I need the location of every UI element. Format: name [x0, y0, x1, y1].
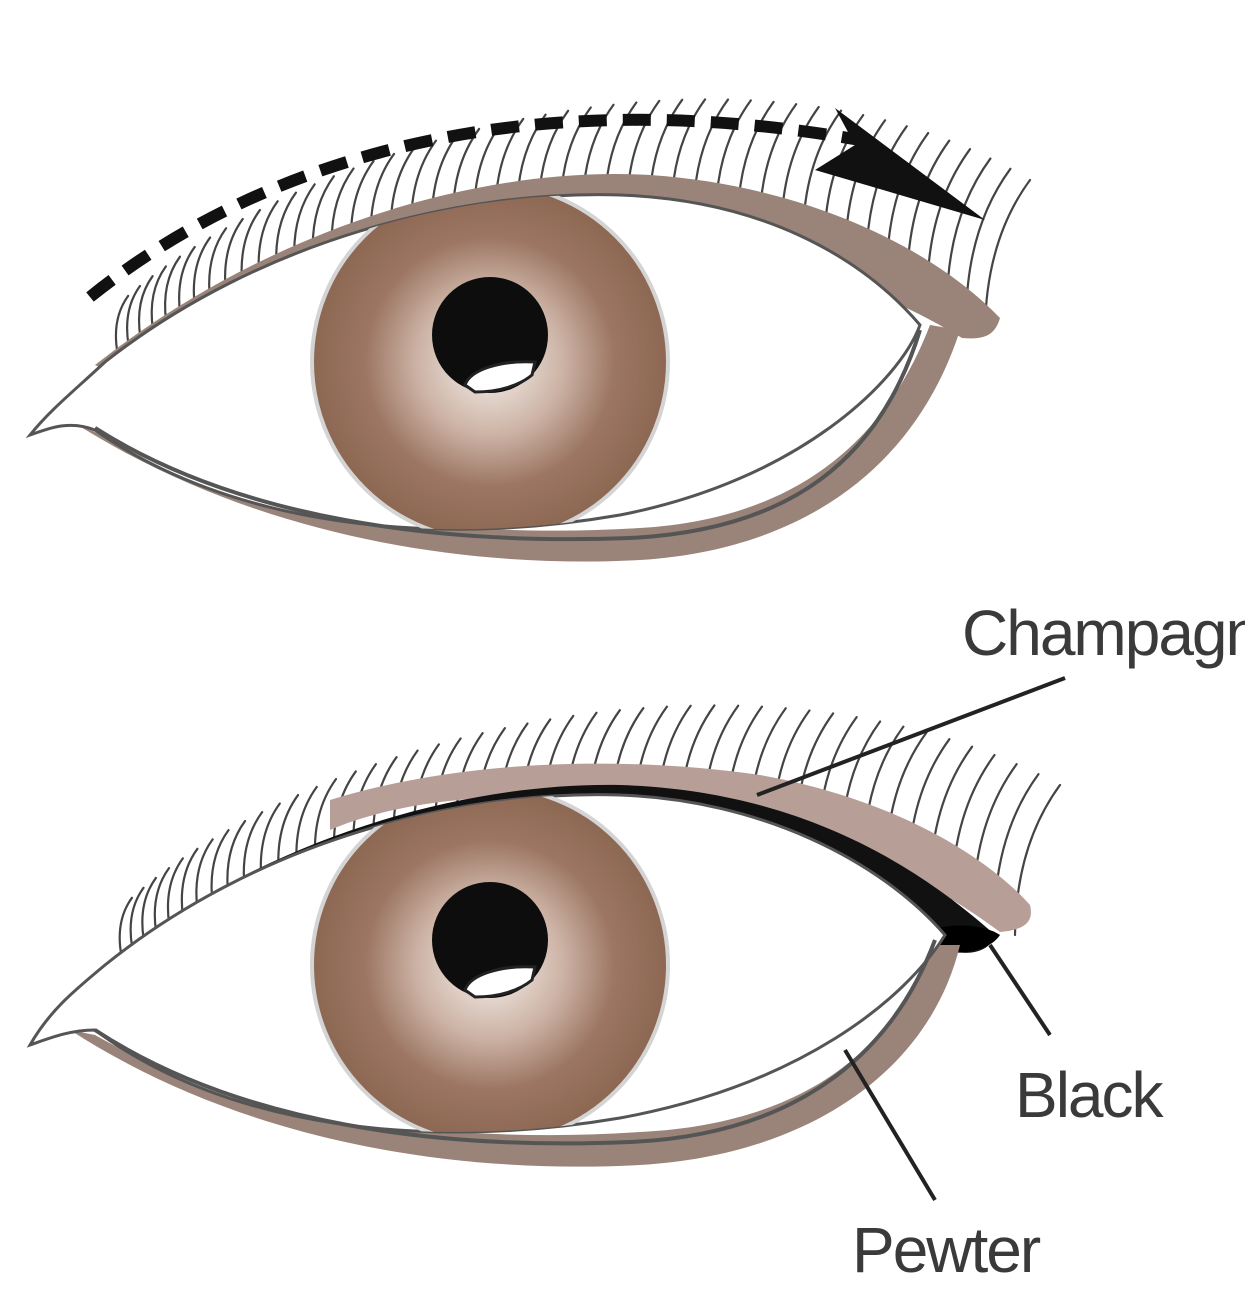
- eyelash: [129, 886, 145, 948]
- champagne-leader-line: [756, 676, 1066, 797]
- pewter-leader-line: [843, 1048, 937, 1202]
- black-leader-line: [988, 943, 1052, 1037]
- bottom-eye: Champagne Black Pewter: [26, 597, 1245, 1286]
- bottom-iris: [310, 794, 670, 1133]
- eyelash: [126, 284, 142, 347]
- champagne-label: Champagne: [962, 597, 1245, 669]
- top-eye: [25, 98, 1032, 562]
- top-iris: [310, 194, 670, 530]
- dashed-arrow-icon: [86, 113, 862, 302]
- pewter-label: Pewter: [852, 1214, 1041, 1286]
- champagne-lid-shadow: [330, 763, 1031, 932]
- eyelash: [114, 294, 130, 354]
- black-label: Black: [1015, 1059, 1165, 1131]
- eyelash: [141, 876, 157, 941]
- eyelash: [153, 867, 171, 933]
- top-pupil-highlight: [463, 360, 537, 394]
- eyelash: [137, 275, 154, 339]
- eyelash: [118, 896, 134, 956]
- eyelash: [983, 178, 1032, 332]
- arrow-head-icon: [815, 108, 985, 220]
- eyelash: [163, 255, 182, 323]
- bottom-lower-waterline: [93, 939, 937, 1146]
- eyelash: [150, 265, 168, 331]
- top-lower-waterline: [93, 329, 922, 542]
- bottom-pupil-highlight: [463, 965, 537, 999]
- eyelash: [180, 847, 199, 918]
- eyelash: [166, 857, 184, 925]
